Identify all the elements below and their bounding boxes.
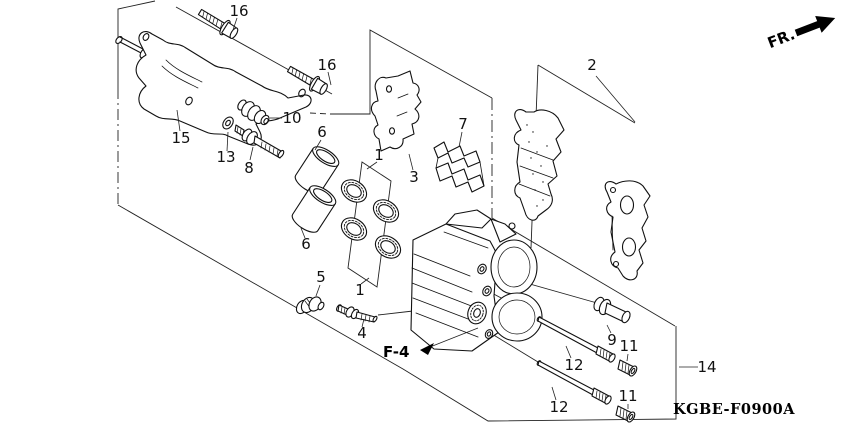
- part-label-14: 14: [697, 358, 716, 376]
- part-label-16-upper: 16: [229, 2, 248, 20]
- seal-ring-drawing: [372, 199, 400, 223]
- leader-lines: [176, 17, 698, 409]
- pin-plug-lower-drawing: [615, 405, 636, 423]
- boundary-bottom: [117, 204, 677, 422]
- figure-ref-label: F-4: [383, 343, 409, 361]
- part-label-2: 2: [587, 56, 597, 74]
- washer-drawing: [222, 116, 234, 130]
- bolt-9-drawing: [593, 296, 631, 324]
- part-label-5: 5: [316, 268, 326, 286]
- pad-shim-drawing: [370, 70, 422, 152]
- front-direction-arrow-icon: [794, 15, 836, 37]
- part-label-1-lower: 1: [355, 281, 365, 299]
- piston-upper-drawing: [294, 146, 340, 194]
- part-label-9: 9: [607, 331, 617, 349]
- pin12b-axis-line: [491, 333, 539, 363]
- bleeder-valve-drawing: [335, 304, 378, 323]
- pin-plug-upper-drawing: [617, 359, 638, 377]
- part-label-11-lower: 11: [618, 387, 637, 405]
- part-label-12-lower: 12: [549, 398, 568, 416]
- part-label-13: 13: [216, 148, 235, 166]
- seal-ring-drawing: [340, 217, 368, 241]
- part-label-10: 10: [282, 109, 301, 127]
- pad-retainer-drawing: [433, 141, 485, 193]
- valve4-axis-line: [377, 310, 414, 316]
- diagram-code: KGBE-F0900A: [673, 401, 795, 418]
- hanger-pin-upper-drawing: [536, 316, 616, 363]
- part-label-7: 7: [458, 115, 468, 133]
- part-label-8: 8: [244, 159, 254, 177]
- flange-bolt-16-lower-drawing: [286, 65, 328, 95]
- seal-ring-drawing: [374, 235, 402, 259]
- brake-pad-friction-drawing: [513, 109, 565, 221]
- bracket-drawing: [115, 31, 312, 146]
- part-label-4: 4: [357, 324, 367, 342]
- piston-lower-drawing: [291, 185, 337, 233]
- caliper-body-drawing: [410, 209, 543, 352]
- front-direction-marker: FR.: [765, 15, 836, 52]
- bleeder-cap-drawing: [295, 296, 325, 315]
- part-label-6-upper: 6: [317, 123, 327, 141]
- shim-box-edge: [330, 29, 493, 115]
- figure-ref-arrowhead: [420, 343, 434, 355]
- part-label-6-lower: 6: [301, 235, 311, 253]
- hanger-pin-lower-drawing: [536, 360, 612, 405]
- pad-box-top-edge: [537, 64, 636, 124]
- seal-ring-drawing: [340, 179, 368, 203]
- shim-box-dash: [309, 112, 331, 115]
- pin-8-drawing: [234, 124, 285, 159]
- part-label-3: 3: [409, 168, 419, 186]
- flange-bolt-16-upper-drawing: [197, 8, 239, 39]
- boundary-left-top: [117, 0, 156, 88]
- pin-boot-drawing: [237, 99, 270, 126]
- brake-pad-plate-drawing: [604, 180, 651, 281]
- part-label-11-upper: 11: [619, 337, 638, 355]
- part-label-15: 15: [171, 129, 190, 147]
- front-direction-label: FR.: [765, 25, 797, 52]
- part-label-16-lower: 16: [317, 56, 336, 74]
- part-label-1-upper: 1: [374, 146, 384, 164]
- part-label-12-upper: 12: [564, 356, 583, 374]
- caliper-box-top-edge: [491, 217, 676, 327]
